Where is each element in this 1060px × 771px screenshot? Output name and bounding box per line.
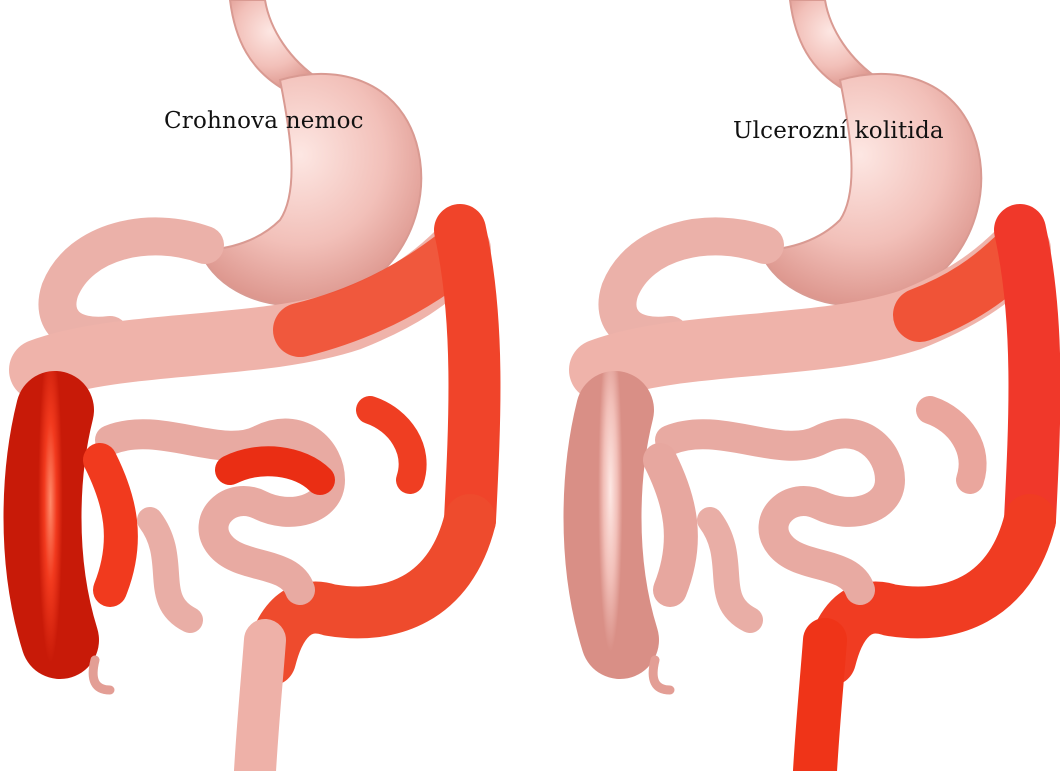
appendix (653, 660, 670, 690)
small-intestine-loop-2 (150, 520, 190, 620)
colitis-digestive-tract (600, 0, 1034, 771)
rectum (255, 640, 265, 771)
small-intestine-loop-2 (710, 520, 750, 620)
rectum (815, 640, 825, 771)
colitis-title: Ulcerozní kolitida (733, 118, 944, 144)
small-intestine-inflamed-2 (370, 410, 413, 480)
appendix (93, 660, 110, 690)
ascending-colon (43, 410, 61, 640)
crohn-title: Crohnova nemoc (164, 108, 364, 134)
ascending-colon (603, 410, 621, 640)
small-intestine-loop-3 (930, 410, 973, 480)
small-intestine-inflamed (230, 461, 320, 480)
terminal-ileum (660, 460, 681, 590)
terminal-ileum (100, 460, 121, 590)
descending-colon (460, 230, 474, 520)
descending-colon (1020, 230, 1034, 520)
